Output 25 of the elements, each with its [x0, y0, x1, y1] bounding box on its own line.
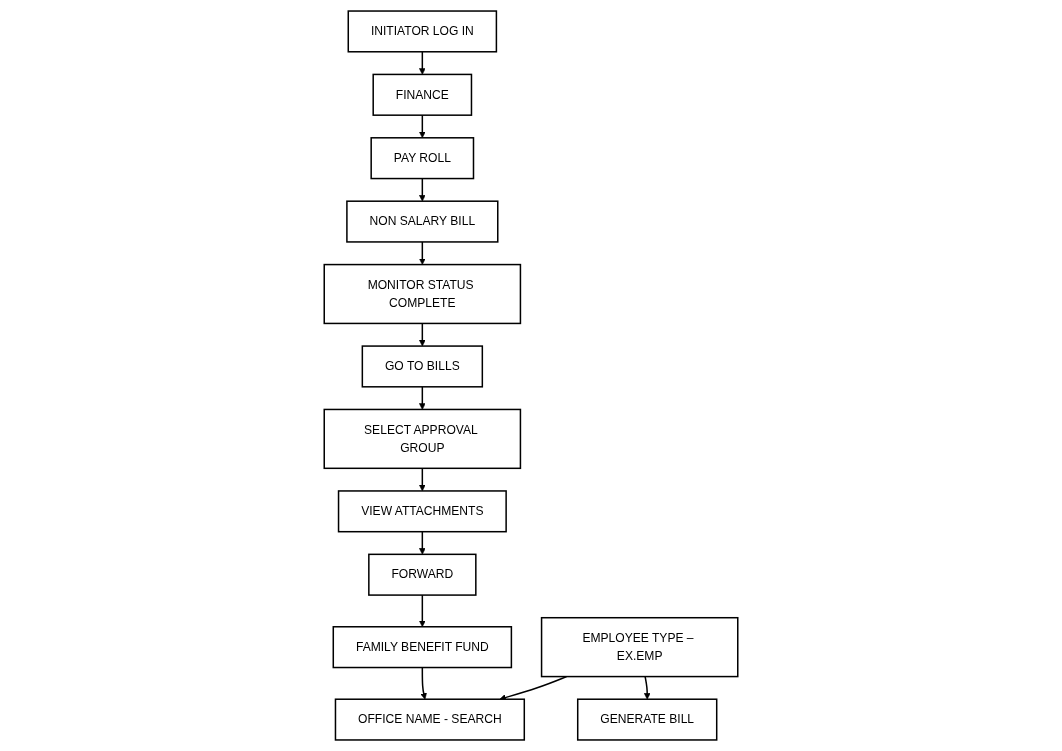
arrow [419, 386, 426, 410]
node-box: GO TO BILLS [361, 345, 484, 388]
node-box: NON SALARY BILL [346, 200, 499, 243]
node-box: INITIATOR LOG IN [347, 10, 498, 53]
arrow [420, 666, 427, 700]
node-box: PAY ROLL [370, 137, 475, 180]
node-box: FINANCE [372, 73, 473, 116]
arrow [419, 322, 426, 347]
arrow [419, 594, 426, 628]
node-box: VIEW ATTACHMENTS [337, 490, 507, 533]
arrow [499, 675, 568, 701]
node-box: FORWARD [368, 553, 477, 596]
arrow [419, 241, 426, 265]
node-box: FAMILY BENEFIT FUND [332, 626, 513, 669]
arrow [419, 114, 426, 139]
arrow [419, 530, 426, 555]
node-box: SELECT APPROVAL GROUP [323, 408, 522, 470]
arrow [419, 467, 426, 492]
node-box: OFFICE NAME - SEARCH [334, 698, 526, 741]
node-box: EMPLOYEE TYPE – EX.EMP [540, 616, 739, 678]
node-box: MONITOR STATUS COMPLETE [323, 263, 522, 325]
node-box: GENERATE BILL [576, 698, 718, 741]
arrow [419, 51, 426, 75]
arrow [643, 675, 651, 700]
arrow [419, 177, 426, 202]
